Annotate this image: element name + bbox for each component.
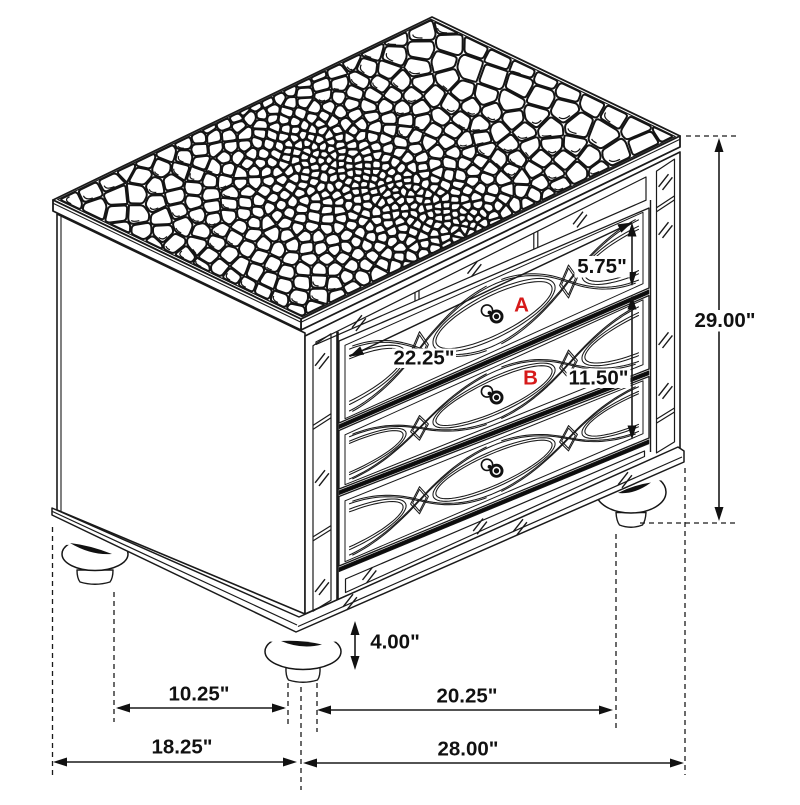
svg-text:4.00": 4.00" [370, 631, 420, 654]
svg-text:B: B [523, 367, 538, 390]
svg-text:28.00": 28.00" [437, 738, 498, 761]
svg-text:A: A [514, 294, 529, 317]
svg-text:29.00": 29.00" [694, 309, 755, 332]
svg-text:18.25": 18.25" [151, 736, 212, 759]
svg-text:22.25": 22.25" [393, 347, 454, 370]
svg-text:20.25": 20.25" [436, 685, 497, 708]
svg-text:5.75": 5.75" [577, 255, 627, 278]
svg-text:10.25": 10.25" [168, 683, 229, 706]
svg-text:11.50": 11.50" [569, 367, 629, 390]
